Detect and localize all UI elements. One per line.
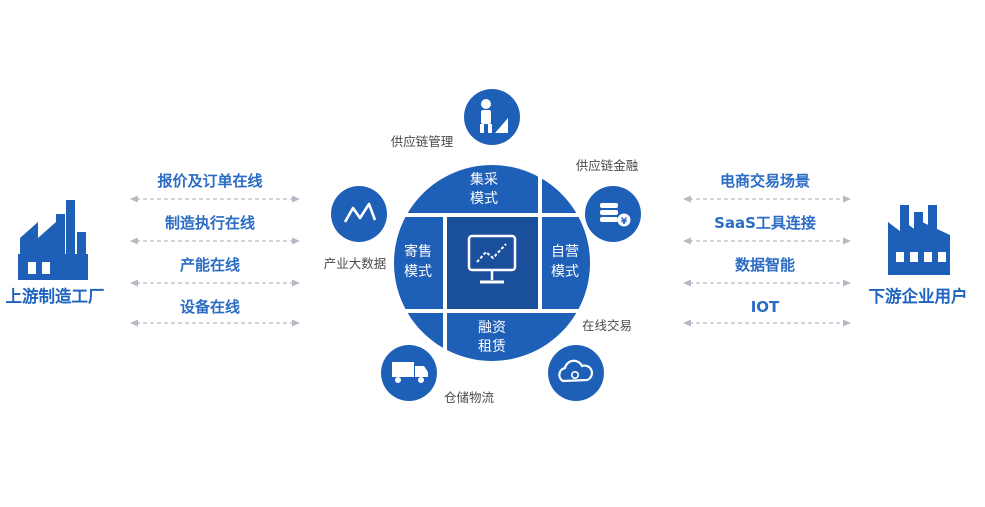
arrow-head-left — [683, 237, 691, 245]
coin-stack-icon: ¥ — [600, 203, 631, 227]
monitor-chart-icon — [467, 234, 517, 284]
self-operated-line2: 模式 — [551, 264, 579, 280]
warehouse-logistics-label: 仓储物流 — [444, 390, 495, 405]
industry-big-data-label: 产业大数据 — [324, 256, 387, 271]
online-trading-label: 在线交易 — [582, 318, 632, 333]
data-icon-circle — [331, 186, 387, 242]
right-item-label: 电商交易场景 — [720, 172, 810, 190]
arrow-head-right — [292, 279, 300, 287]
arrow-head-right — [843, 319, 851, 327]
cloud-sync-icon — [558, 359, 594, 383]
arrow-head-left — [683, 279, 691, 287]
worker-icon-circle — [464, 89, 520, 145]
arrow-head-left — [130, 195, 138, 203]
trend-line-icon — [343, 202, 377, 223]
svg-text:¥: ¥ — [621, 217, 628, 227]
arrow-head-right — [292, 319, 300, 327]
arrow-head-right — [292, 195, 300, 203]
consignment-line1: 寄售 — [404, 243, 432, 260]
arrow-head-left — [130, 319, 138, 327]
right-item: SaaS工具连接 — [683, 214, 851, 245]
right-item-label: SaaS工具连接 — [714, 214, 816, 232]
right-item-list: 电商交易场景 SaaS工具连接 数据智能 IOT — [683, 172, 851, 327]
supply-chain-mgmt-label: 供应链管理 — [391, 134, 454, 149]
arrow-head-right — [843, 195, 851, 203]
arrow-head-right — [843, 237, 851, 245]
satellite-online-trading: 在线交易 — [548, 318, 632, 401]
center-panel — [447, 217, 538, 309]
right-item: 电商交易场景 — [683, 172, 851, 203]
satellite-industry-big-data: 产业大数据 — [324, 186, 387, 271]
left-item: 产能在线 — [130, 256, 300, 287]
satellite-warehouse-logistics: 仓储物流 — [381, 345, 494, 405]
truck-icon — [392, 362, 428, 383]
consignment-line2: 模式 — [404, 264, 432, 280]
left-item: 报价及订单在线 — [130, 172, 300, 203]
factory-icon — [18, 200, 88, 280]
arrow-head-left — [683, 195, 691, 203]
right-item-label: IOT — [751, 298, 780, 316]
cloud-icon-circle — [548, 345, 604, 401]
centralized-purchase-line1: 集采 — [470, 171, 498, 188]
arrow-head-left — [683, 319, 691, 327]
business-model-wheel: 集采 模式 寄售 模式 自营 模式 融资 租赁 — [393, 165, 590, 361]
left-item-list: 报价及订单在线 制造执行在线 产能在线 设备在线 — [130, 172, 300, 327]
left-item: 制造执行在线 — [130, 214, 300, 245]
left-item-label: 产能在线 — [180, 256, 240, 274]
satellite-supply-chain-finance: ¥ 供应链金融 — [576, 158, 641, 242]
worker-icon — [480, 99, 508, 133]
arrow-head-left — [130, 279, 138, 287]
financial-leasing-line2: 租赁 — [478, 339, 506, 355]
enterprise-building-icon — [888, 205, 950, 275]
right-item: IOT — [683, 298, 851, 327]
arrow-head-right — [843, 279, 851, 287]
supply-chain-finance-label: 供应链金融 — [576, 158, 639, 173]
right-item: 数据智能 — [683, 256, 851, 287]
financial-leasing-line1: 融资 — [478, 320, 506, 336]
left-item: 设备在线 — [130, 298, 300, 327]
satellite-supply-chain-mgmt: 供应链管理 — [391, 89, 520, 149]
self-operated-line1: 自营 — [551, 244, 579, 260]
arrow-head-right — [292, 237, 300, 245]
arrow-head-left — [130, 237, 138, 245]
centralized-purchase-line2: 模式 — [470, 191, 498, 207]
left-item-label: 设备在线 — [180, 298, 240, 316]
right-item-label: 数据智能 — [735, 256, 795, 274]
upstream-factory-label: 上游制造工厂 — [6, 286, 105, 306]
left-item-label: 报价及订单在线 — [157, 172, 262, 190]
downstream-enterprise-label: 下游企业用户 — [869, 286, 968, 306]
left-item-label: 制造执行在线 — [165, 214, 255, 232]
